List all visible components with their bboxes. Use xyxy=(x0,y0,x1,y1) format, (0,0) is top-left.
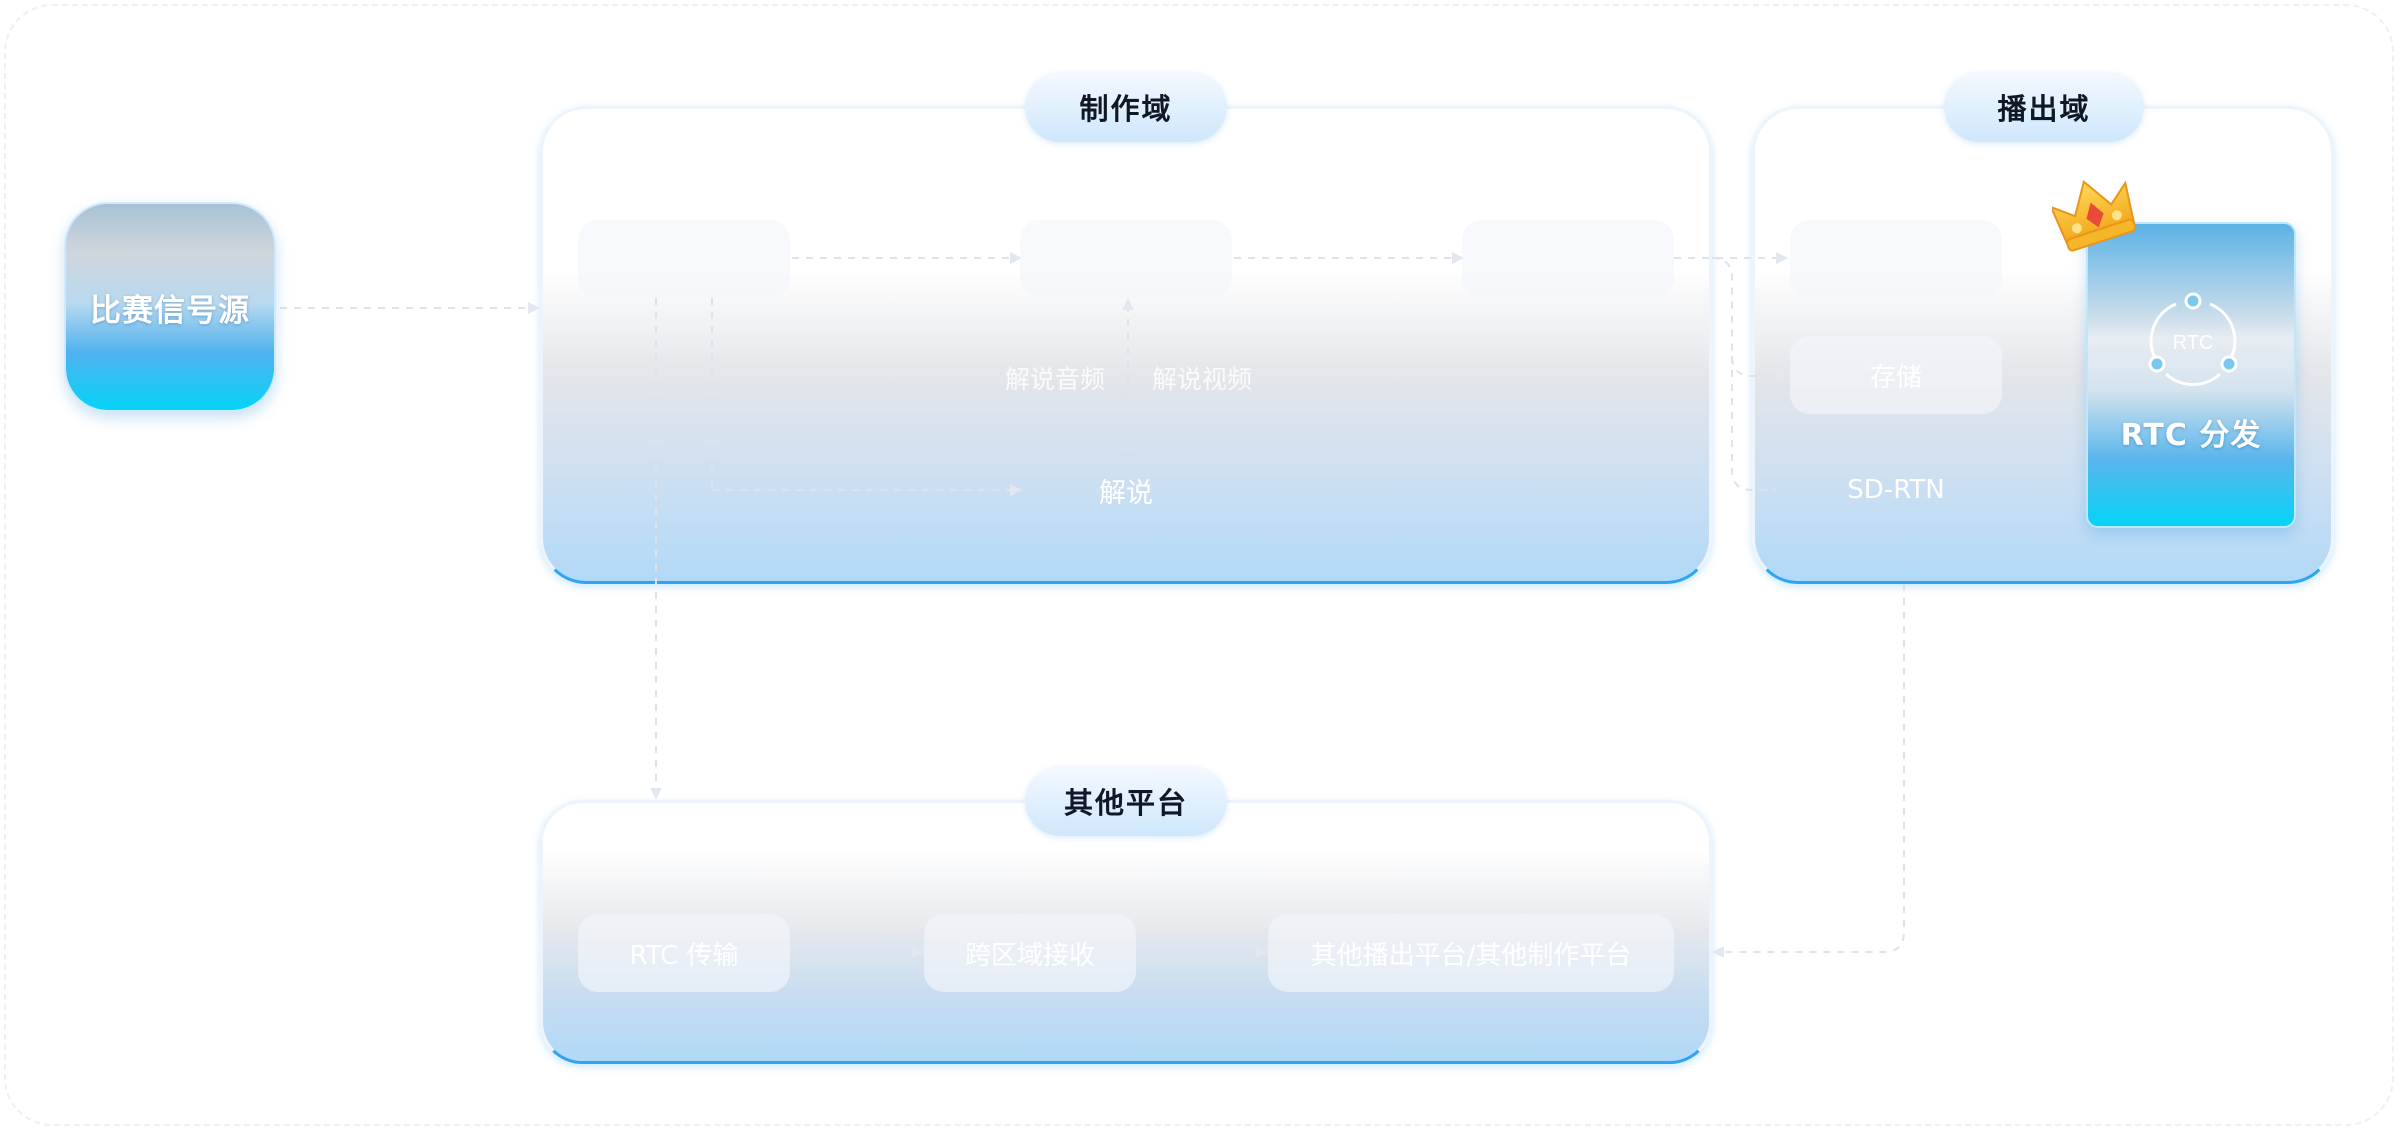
match-signal-source-node: 比赛信号源 xyxy=(64,202,276,412)
playout-domain-title: 播出域 xyxy=(1944,72,2144,142)
sdrtn-node: SD-RTN xyxy=(1847,475,1945,505)
rtc-network-icon: RTC xyxy=(2148,292,2238,386)
arrowhead xyxy=(912,946,924,958)
storage-node: 存储 xyxy=(1790,336,2002,414)
playout-to-other-platforms-line xyxy=(1724,584,1905,953)
playout-node-1 xyxy=(1790,220,2002,298)
arrowhead xyxy=(1452,252,1464,264)
production-domain-box xyxy=(540,106,1712,584)
crown-icon xyxy=(2052,179,2137,252)
production-node-2 xyxy=(1020,220,1232,298)
commentary-audio-label: 解说音频 xyxy=(1005,365,1106,394)
rtc-distribution-title: RTC 分发 xyxy=(2120,418,2262,453)
arrowhead xyxy=(1010,252,1022,264)
rtc-distribution-card: RTC RTC 分发 xyxy=(2086,222,2296,528)
commentary-node: 解说 xyxy=(1099,477,1153,509)
commentary-video-label: 解说视频 xyxy=(1152,365,1253,394)
arrowhead xyxy=(1776,252,1788,264)
production-node-1 xyxy=(578,220,790,298)
arrowhead xyxy=(1256,946,1268,958)
production-domain-title: 制作域 xyxy=(1025,72,1227,142)
rtc-icon-text: RTC xyxy=(2173,332,2214,354)
arrowhead xyxy=(1010,484,1022,496)
other-platforms-title: 其他平台 xyxy=(1025,766,1227,836)
arrowhead xyxy=(1776,370,1788,382)
arrowhead xyxy=(1122,298,1134,310)
arrowhead xyxy=(1712,946,1724,958)
cross-region-receive-node: 跨区域接收 xyxy=(924,914,1136,992)
production-node-3 xyxy=(1462,220,1674,298)
diagram-frame xyxy=(4,4,2394,1126)
branch-to-sdrtn-line xyxy=(1731,356,1776,491)
arrowhead xyxy=(528,302,540,314)
arrowhead xyxy=(650,788,662,800)
rtc-transport-node: RTC 传输 xyxy=(578,914,790,992)
branch-to-storage-line xyxy=(1711,257,1776,377)
other-platform-node: 其他播出平台/其他制作平台 xyxy=(1268,914,1674,992)
